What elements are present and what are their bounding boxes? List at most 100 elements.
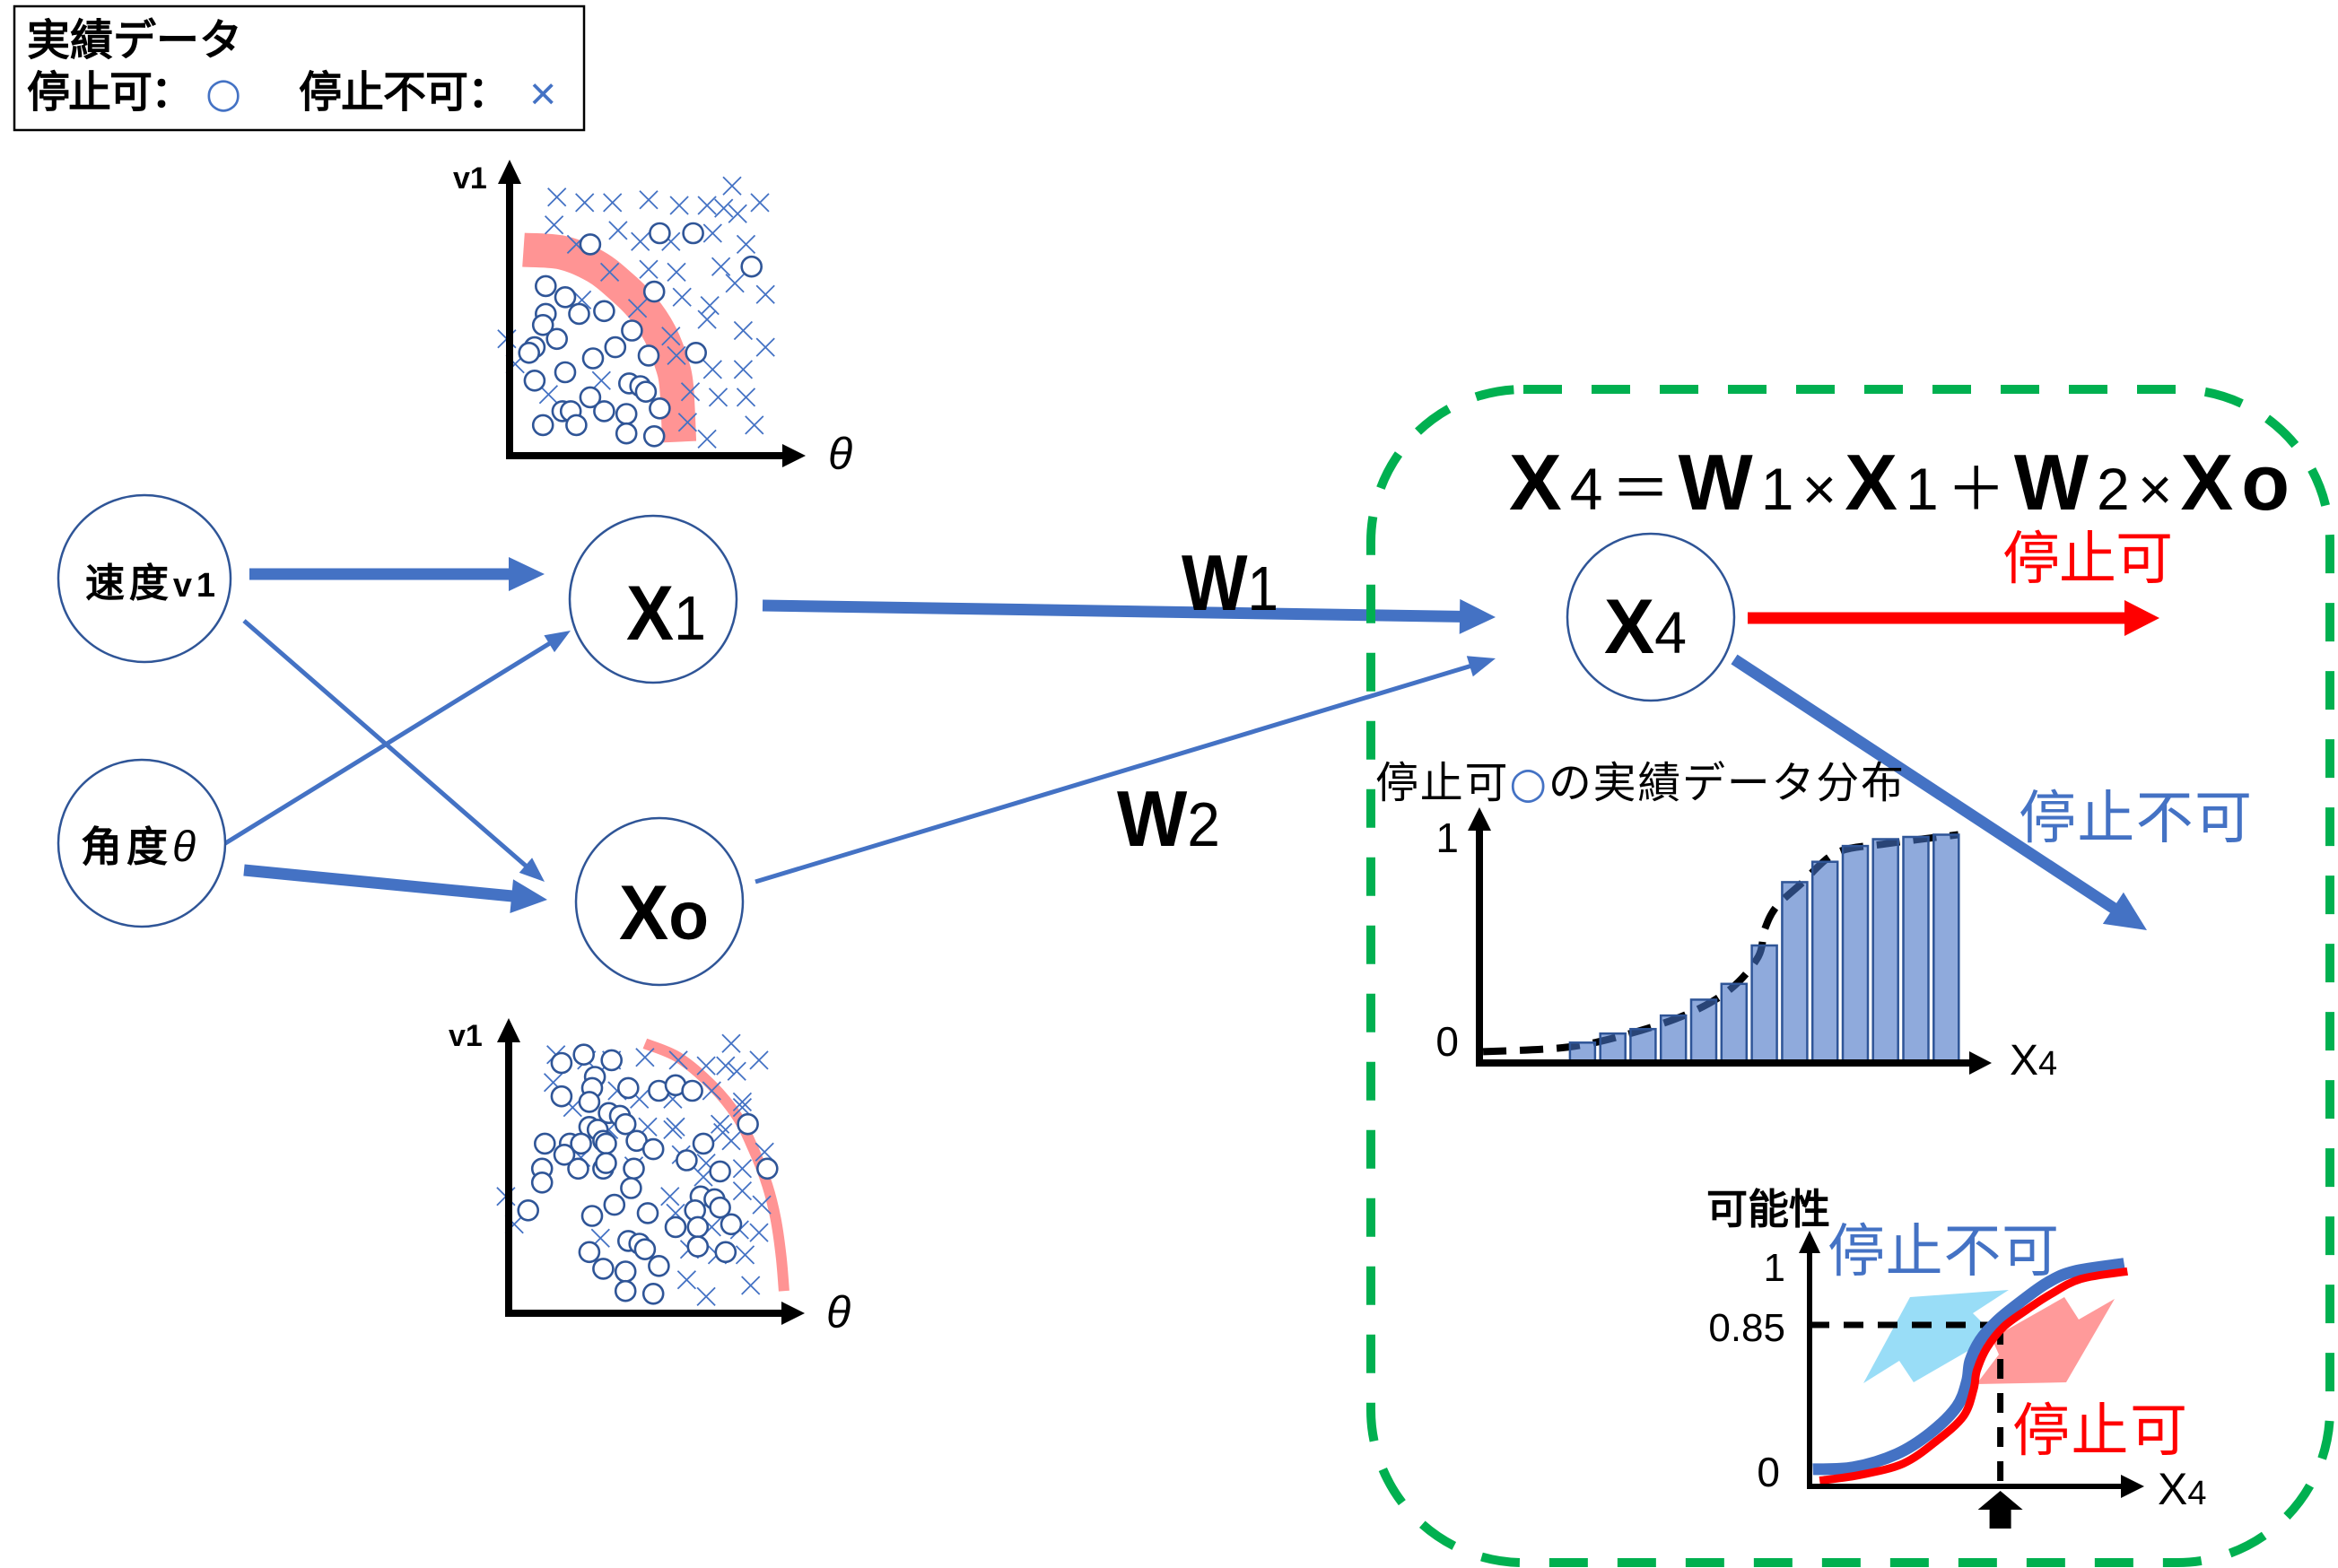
formula-sub: 2	[2097, 456, 2130, 522]
data-point-stop-ok	[531, 414, 554, 437]
data-point-stop-ng	[736, 234, 756, 255]
data-point-stop-ng	[708, 388, 728, 407]
data-point-stop-ng	[732, 1159, 753, 1179]
formula-var: X	[1509, 438, 1562, 527]
data-point-stop-ng	[631, 231, 650, 251]
data-point-stop-ng	[668, 1050, 688, 1070]
data-point-stop-ng	[538, 385, 559, 405]
legend-box	[13, 4, 586, 132]
x-axis-arrowhead	[782, 444, 806, 467]
data-point-stop-ng	[697, 196, 717, 215]
data-point-stop-ok	[621, 319, 643, 342]
data-point-stop-ok	[595, 1132, 617, 1155]
data-point-stop-ok	[578, 1091, 601, 1113]
y-axis-arrowhead	[1799, 1231, 1820, 1253]
data-point-stop-ng	[575, 193, 595, 213]
circle-symbol: ○	[1509, 758, 1547, 808]
data-point-stop-ok	[533, 1132, 556, 1155]
threshold-marker-arrow	[1977, 1491, 2023, 1529]
data-point-stop-ng	[716, 1056, 736, 1076]
data-point-stop-ng	[733, 360, 754, 379]
data-point-stop-ok	[714, 1241, 737, 1264]
data-point-stop-ok	[633, 1238, 657, 1260]
arrow-angle-to-xo	[243, 864, 547, 913]
histogram-bar	[1871, 838, 1899, 1063]
formula-times: ×	[1802, 456, 1837, 522]
formula-var: Xo	[2180, 438, 2290, 527]
histogram-bar	[1781, 881, 1809, 1063]
data-point-stop-ok	[614, 1112, 637, 1136]
data-point-stop-ok	[553, 1144, 576, 1166]
data-point-stop-ok	[523, 369, 546, 392]
node-circle	[57, 758, 227, 928]
series-label-stop-ng: 停止不可	[1828, 1219, 2059, 1285]
data-point-stop-ok	[531, 313, 554, 336]
data-point-stop-ng	[752, 1195, 772, 1215]
data-point-stop-ng	[750, 193, 770, 213]
data-point-stop-ok	[614, 1279, 637, 1302]
data-point-stop-ng	[733, 320, 754, 341]
node-label-var: X	[626, 571, 674, 657]
data-point-stop-ng	[732, 1092, 753, 1112]
data-point-stop-ok	[550, 1085, 573, 1108]
data-point-stop-ok	[709, 1160, 731, 1183]
node-x1: X1	[568, 514, 738, 684]
threshold-layer	[1810, 1321, 2023, 1529]
data-point-stop-ok	[550, 1051, 573, 1075]
data-point-stop-ok	[592, 1258, 615, 1280]
weight-w1-label: W1	[1182, 538, 1278, 627]
weight-var: W	[1117, 774, 1187, 863]
data-point-stop-ng	[749, 1223, 769, 1242]
marks-layer	[497, 176, 775, 449]
curve-stop-ok	[1819, 1267, 2129, 1485]
data-point-stop-ok	[620, 1177, 642, 1199]
data-point-stop-ok	[636, 1202, 659, 1224]
curve-stop-ng	[1812, 1258, 2125, 1476]
node-x1-label: X1	[626, 571, 706, 657]
data-point-stop-ok	[580, 1205, 604, 1227]
formula-sub: 1	[1906, 456, 1939, 522]
histogram-bar	[1599, 1032, 1627, 1063]
data-point-stop-ok	[595, 1152, 617, 1174]
data-point-stop-ok	[720, 1213, 743, 1236]
data-point-stop-ok	[614, 1260, 637, 1283]
data-point-stop-ng	[700, 295, 720, 316]
data-point-stop-ok	[600, 1049, 624, 1072]
data-point-stop-ok	[755, 1157, 779, 1180]
formula-times: ×	[2138, 456, 2173, 522]
data-point-stop-ok	[593, 400, 615, 422]
data-point-stop-ok	[545, 327, 569, 351]
stop-ok-distribution-chart: 停止可○の実績データ分布 1 0 X4	[1375, 758, 2057, 1085]
formula-var: W	[2014, 438, 2089, 527]
data-point-stop-ng	[702, 223, 722, 243]
data-point-stop-ng	[667, 262, 686, 283]
formula-var: X	[1845, 438, 1897, 527]
data-point-stop-ng	[663, 1119, 683, 1140]
y-axis-label: v1	[449, 1019, 483, 1053]
data-point-stop-ok	[676, 1149, 698, 1172]
node-circle	[1566, 532, 1736, 702]
node-label-var: θ	[172, 823, 196, 871]
data-point-stop-ok	[642, 280, 666, 303]
x-axis-label-sub: 4	[2038, 1045, 2057, 1083]
data-point-stop-ng	[755, 284, 775, 304]
histogram-bar	[1568, 1041, 1597, 1063]
formula-equals: ＝	[1611, 455, 1671, 524]
data-point-stop-ok	[737, 1112, 759, 1136]
y-axis-arrowhead	[1468, 807, 1491, 831]
data-point-stop-ng	[696, 1056, 716, 1076]
y-axis-arrowhead	[497, 1018, 520, 1042]
histogram-bar	[1720, 982, 1749, 1063]
data-point-stop-ok	[572, 1043, 596, 1066]
data-point-stop-ok	[740, 255, 763, 278]
data-point-stop-ng	[697, 429, 717, 449]
legend-circle-symbol: ○	[205, 68, 241, 117]
weight-sub: 1	[1248, 553, 1278, 623]
data-point-stop-ng	[721, 1131, 741, 1151]
data-point-stop-ng	[603, 193, 623, 213]
data-point-stop-ng	[722, 176, 742, 196]
data-point-stop-ok	[568, 302, 590, 326]
node-x4-label: X4	[1604, 584, 1687, 670]
legend-stop-ng-label: 停止不可：	[299, 67, 510, 118]
